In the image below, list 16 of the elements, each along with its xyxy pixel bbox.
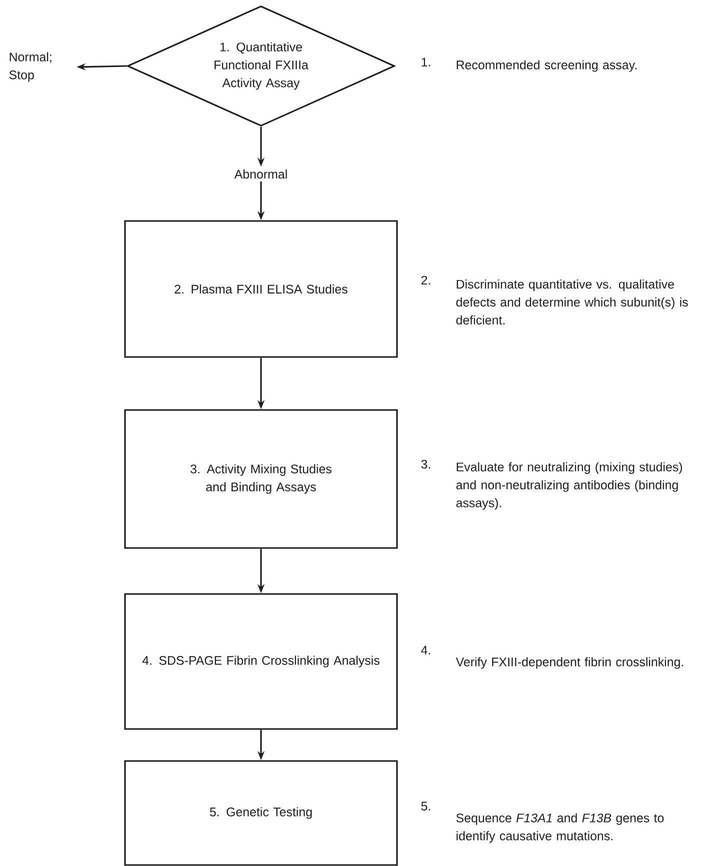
note-text: Verify FXIII-dependent fibrin crosslinking. — [456, 657, 684, 669]
outcome-text: Normal; Stop — [9, 52, 52, 82]
note-number: 1. — [422, 58, 430, 66]
note-text: Sequence F13A1 and F13B genes to identify causative mutations. — [456, 813, 664, 843]
process-box: 3. Activity Mixing Studies and Binding Assays — [124, 409, 398, 549]
process-box: 5. Genetic Testing — [124, 760, 398, 866]
process-box: 4. SDS-PAGE Fibrin Crosslinking Analysis — [124, 593, 398, 730]
note-number: 2. — [421, 276, 430, 284]
outcome-text: Abnormal — [234, 169, 287, 179]
note-number: 5. — [421, 802, 430, 810]
note-number: 4. — [421, 646, 430, 654]
process-box: 2. Plasma FXIII ELISA Studies — [124, 220, 398, 358]
note-text: Discriminate quantitative vs. qualitative defects and determine which subunit(s) is deficient. — [456, 280, 688, 325]
note-text: Recommended screening assay. — [456, 60, 636, 72]
note-number: 3. — [421, 460, 430, 469]
note-text: Evaluate for neutralizing (mixing studies) and non-neutralizing antibodies (binding assays). — [456, 462, 682, 510]
